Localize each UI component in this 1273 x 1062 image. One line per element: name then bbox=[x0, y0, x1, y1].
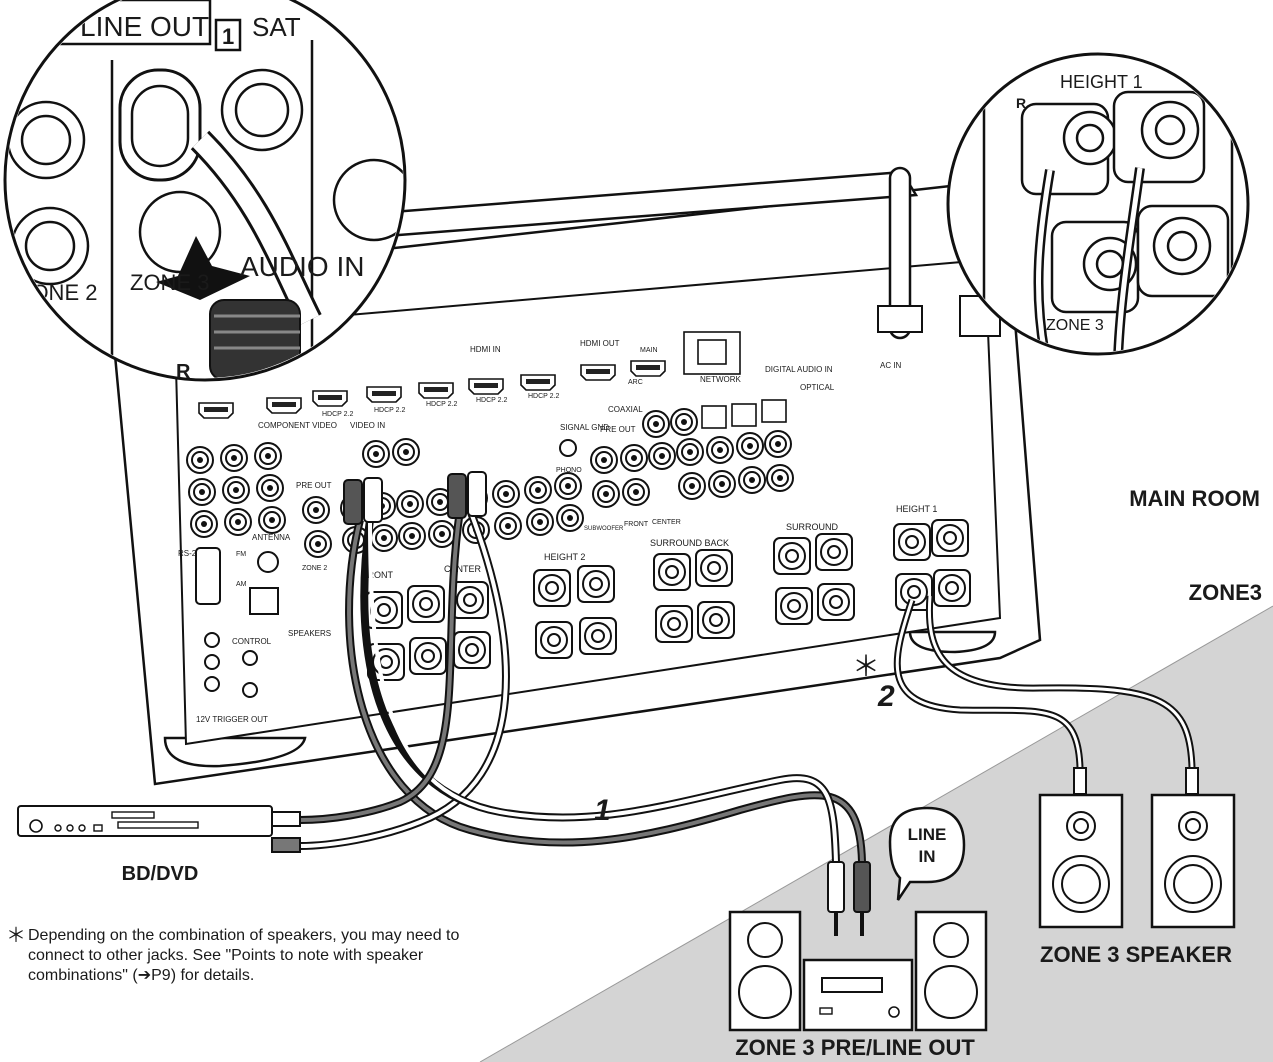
step-1-label: 1 bbox=[594, 794, 611, 827]
line-in-bubble: LINE IN bbox=[888, 806, 966, 901]
footnote-mark: ＊ bbox=[6, 925, 26, 947]
video-section: COMPONENT VIDEO VIDEO IN SIGNAL GND PHON… bbox=[186, 421, 609, 538]
video-in-label: VIDEO IN bbox=[350, 421, 385, 430]
bd-dvd-label: BD/DVD bbox=[122, 863, 199, 885]
optical-label: OPTICAL bbox=[800, 383, 835, 392]
pre-line-out-label: PRE OUT bbox=[296, 481, 332, 490]
zone3-speaker-right bbox=[1150, 793, 1236, 929]
line-in-text-2: IN bbox=[919, 847, 936, 866]
hdmi-section: HDMI IN HDMI OUT HDCP 2.2 HDCP 2.2 HDCP … bbox=[198, 331, 902, 438]
zone3-speaker-left bbox=[1038, 793, 1124, 929]
bd-dvd-player bbox=[17, 805, 301, 853]
speaker-terminals: FRONT CENTER HEIGHT 2 SURROUND BACK SURR… bbox=[362, 504, 971, 681]
center-speaker-label: CENTER bbox=[444, 564, 482, 574]
fm-antenna-jack bbox=[257, 551, 279, 573]
subwoofer-label: SUBWOOFER bbox=[584, 526, 624, 532]
magnifier-left: LINE OUT 1 SAT ZONE 2 ZONE 3 A bbox=[3, 0, 407, 382]
coaxial-label: COAXIAL bbox=[608, 405, 643, 414]
front-pre-label: FRONT bbox=[624, 521, 649, 528]
asterisk-label: ＊ bbox=[852, 651, 880, 682]
am-antenna-terminal bbox=[249, 587, 279, 615]
center-pre-label: CENTER bbox=[652, 519, 681, 526]
rca-cables bbox=[299, 508, 866, 863]
wireless-antenna bbox=[888, 166, 912, 340]
rca-plugs-receiver bbox=[343, 471, 487, 525]
zone-divider bbox=[479, 605, 1273, 1062]
antenna-label: ANTENNA bbox=[252, 533, 291, 542]
rs232c-label: RS-232C bbox=[178, 549, 211, 558]
svg-text:HDCP 2.2: HDCP 2.2 bbox=[426, 401, 457, 408]
zone3-speaker-label: ZONE 3 SPEAKER bbox=[1040, 942, 1232, 967]
height1-label: HEIGHT 1 bbox=[896, 504, 937, 514]
signal-gnd-label: SIGNAL GND bbox=[560, 423, 609, 432]
front-speaker-label: FRONT bbox=[362, 570, 393, 580]
hdcp-label: HDCP 2.2 bbox=[322, 411, 353, 418]
fm-label: FM bbox=[236, 551, 246, 558]
digital-audio-in-label: DIGITAL AUDIO IN bbox=[765, 365, 833, 374]
ground-terminal bbox=[559, 439, 577, 457]
mag-zone2-label: ZONE 2 bbox=[18, 280, 97, 305]
svg-text:HDCP 2.2: HDCP 2.2 bbox=[528, 393, 559, 400]
speakers-label: SPEAKERS bbox=[288, 629, 331, 638]
mag-audio-in-label: AUDIO IN bbox=[240, 251, 364, 282]
height2-label: HEIGHT 2 bbox=[544, 552, 585, 562]
mag-line-out-label: LINE OUT bbox=[80, 11, 209, 42]
pre-out-label: PRE OUT bbox=[600, 425, 636, 434]
rs232c-port bbox=[195, 547, 221, 605]
control-label: CONTROL bbox=[232, 637, 272, 646]
network-port bbox=[697, 339, 727, 365]
r-label: R bbox=[176, 361, 191, 383]
audio-jacks: PRE OUT ZONE 2 PRE OUT SUBWOOFER FRONT C… bbox=[296, 425, 794, 572]
mag-zone3-label: ZONE 3 bbox=[1046, 317, 1104, 334]
arc-label: ARC bbox=[628, 379, 643, 386]
main-label: MAIN bbox=[640, 347, 658, 354]
mini-audio-system bbox=[728, 861, 988, 1032]
line-in-text-1: LINE bbox=[908, 825, 947, 844]
hdmi-out-label: HDMI OUT bbox=[580, 339, 620, 348]
network-label: NETWORK bbox=[700, 375, 742, 384]
svg-text:HDCP 2.2: HDCP 2.2 bbox=[476, 397, 507, 404]
svg-text:HDCP 2.2: HDCP 2.2 bbox=[374, 407, 405, 414]
magnifier-right: HEIGHT 1 R L ZONE 3 bbox=[946, 52, 1250, 356]
hdmi-in-label: HDMI IN bbox=[470, 345, 501, 354]
left-panel-block: RS-232C ANTENNA FM AM CONTROL SPEAKERS 1… bbox=[178, 533, 331, 724]
main-room-label: MAIN ROOM bbox=[1129, 486, 1260, 511]
component-video-label: COMPONENT VIDEO bbox=[258, 421, 337, 430]
surround-label: SURROUND bbox=[786, 522, 839, 532]
step-2-label: 2 bbox=[877, 680, 895, 713]
zone2-label: ZONE 2 bbox=[302, 565, 327, 572]
phono-label: PHONO bbox=[556, 467, 582, 474]
mag-r-label: R bbox=[1016, 95, 1026, 111]
surround-back-label: SURROUND BACK bbox=[650, 538, 729, 548]
mag-sat-label: SAT bbox=[252, 12, 301, 42]
mag-height1-label: HEIGHT 1 bbox=[1060, 72, 1143, 92]
ac-in-label: AC IN bbox=[880, 361, 902, 370]
am-label: AM bbox=[236, 581, 247, 588]
mag-zone3-label: ZONE 3 bbox=[130, 270, 209, 295]
trigger-label: 12V TRIGGER OUT bbox=[196, 715, 268, 724]
insert-arrow-icon bbox=[156, 236, 250, 300]
zone3-label: ZONE3 bbox=[1189, 580, 1262, 605]
zone3-preline-out-label: ZONE 3 PRE/LINE OUT bbox=[735, 1035, 975, 1060]
footnote-text: Depending on the combination of speakers… bbox=[28, 927, 460, 984]
mag-num-label: 1 bbox=[222, 24, 234, 49]
